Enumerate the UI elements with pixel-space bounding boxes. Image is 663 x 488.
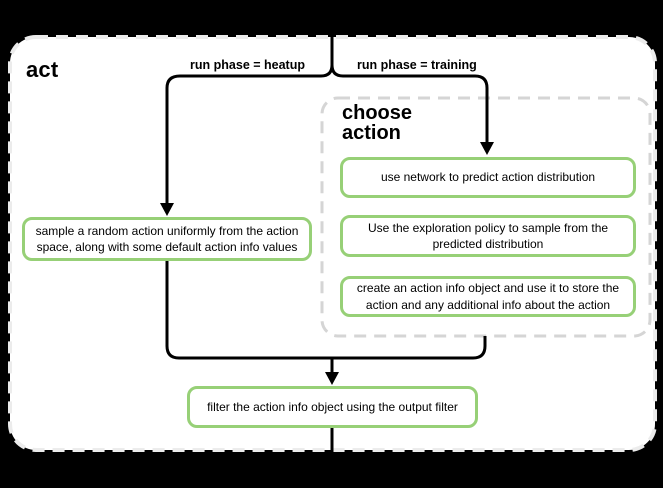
node-exploration-policy: Use the exploration policy to sample fro… (340, 215, 636, 257)
branch-label-training: run phase = training (357, 58, 477, 72)
arrowhead-into-sample (160, 203, 174, 216)
branch-label-heatup: run phase = heatup (190, 58, 305, 72)
node-use-network: use network to predict action distributi… (340, 157, 636, 198)
node-sample-random-action: sample a random action uniformly from th… (22, 217, 312, 261)
node-create-action-info: create an action info object and use it … (340, 276, 636, 317)
arrowhead-into-predict (480, 142, 494, 155)
connector-branch-training (330, 30, 489, 144)
page-title-act: act (26, 57, 59, 82)
node-filter-action-info: filter the action info object using the … (187, 386, 478, 428)
connector-merge (165, 261, 487, 360)
group-title-choose-action: choose action (342, 102, 413, 144)
arrowhead-into-filter (325, 372, 339, 385)
